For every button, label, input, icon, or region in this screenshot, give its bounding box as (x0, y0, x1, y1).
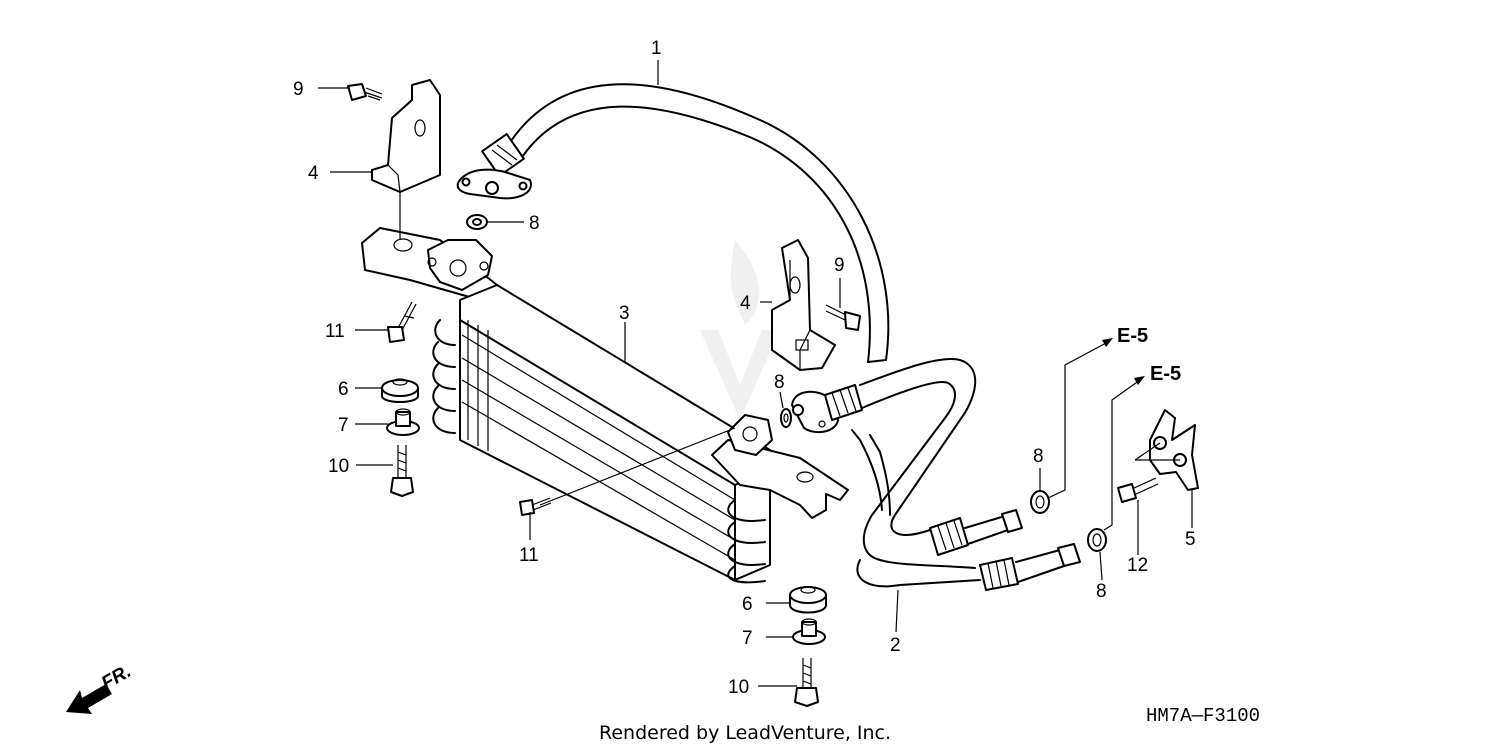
leadventure-watermark (700, 240, 780, 420)
leader-lines (318, 60, 1193, 687)
collar-left[interactable] (386, 408, 420, 436)
cooler-bracket-left[interactable] (371, 79, 441, 193)
bracket-bolt-left[interactable] (347, 83, 383, 101)
oil-cooler-core[interactable] (361, 227, 849, 584)
sealing-washer-middle[interactable] (780, 408, 792, 428)
front-direction-arrow-icon (66, 684, 112, 714)
cooler-bolt-upper[interactable] (387, 301, 417, 343)
callout-11-upper: 11 (325, 321, 345, 342)
callout-7-left: 7 (338, 415, 349, 436)
sealing-washer-right-lower[interactable] (1087, 528, 1107, 552)
callout-10-right: 10 (728, 677, 749, 698)
rubber-grommet-right[interactable] (789, 586, 827, 614)
callout-9-right: 9 (834, 255, 845, 276)
callout-8-middle: 8 (774, 372, 785, 393)
reference-e5-lower: E-5 (1150, 363, 1181, 385)
callout-7-right: 7 (742, 628, 753, 649)
cooler-bolt-lower[interactable] (519, 497, 552, 516)
callout-8-right-lower: 8 (1096, 581, 1107, 602)
callout-6-left: 6 (338, 379, 349, 400)
callout-10-left: 10 (328, 456, 349, 477)
oil-cooler-hose-lower[interactable] (791, 358, 1081, 591)
callout-2: 2 (890, 635, 901, 656)
callout-9-left: 9 (293, 79, 304, 100)
oil-cooler-hose-upper[interactable] (456, 83, 890, 363)
mounting-bolt-left[interactable] (390, 445, 414, 497)
cooler-bracket-right[interactable] (771, 239, 836, 371)
callout-5: 5 (1185, 529, 1196, 550)
reference-e5-upper: E-5 (1117, 325, 1148, 347)
callout-11-lower: 11 (519, 545, 539, 566)
footer-credit: Rendered by LeadVenture, Inc. (599, 722, 891, 744)
callout-8-top: 8 (529, 213, 540, 234)
callout-1: 1 (651, 38, 662, 59)
collar-right[interactable] (792, 618, 826, 645)
clamp-bolt[interactable] (1117, 477, 1159, 503)
callout-4-left: 4 (308, 163, 319, 184)
callout-4-right: 4 (740, 293, 751, 314)
rubber-grommet-left[interactable] (381, 378, 419, 403)
sealing-washer-right-upper[interactable] (1030, 490, 1050, 514)
callout-8-right-upper: 8 (1033, 446, 1044, 467)
pipe-clamp[interactable] (1134, 409, 1199, 491)
mounting-bolt-right[interactable] (794, 658, 819, 707)
diagram-code: HM7A—F3100 (1146, 705, 1260, 727)
callout-12: 12 (1127, 555, 1148, 576)
callout-3: 3 (619, 303, 630, 324)
sealing-washer-top[interactable] (466, 214, 488, 230)
bracket-bolt-right[interactable] (825, 304, 861, 331)
callout-6-right: 6 (742, 594, 753, 615)
